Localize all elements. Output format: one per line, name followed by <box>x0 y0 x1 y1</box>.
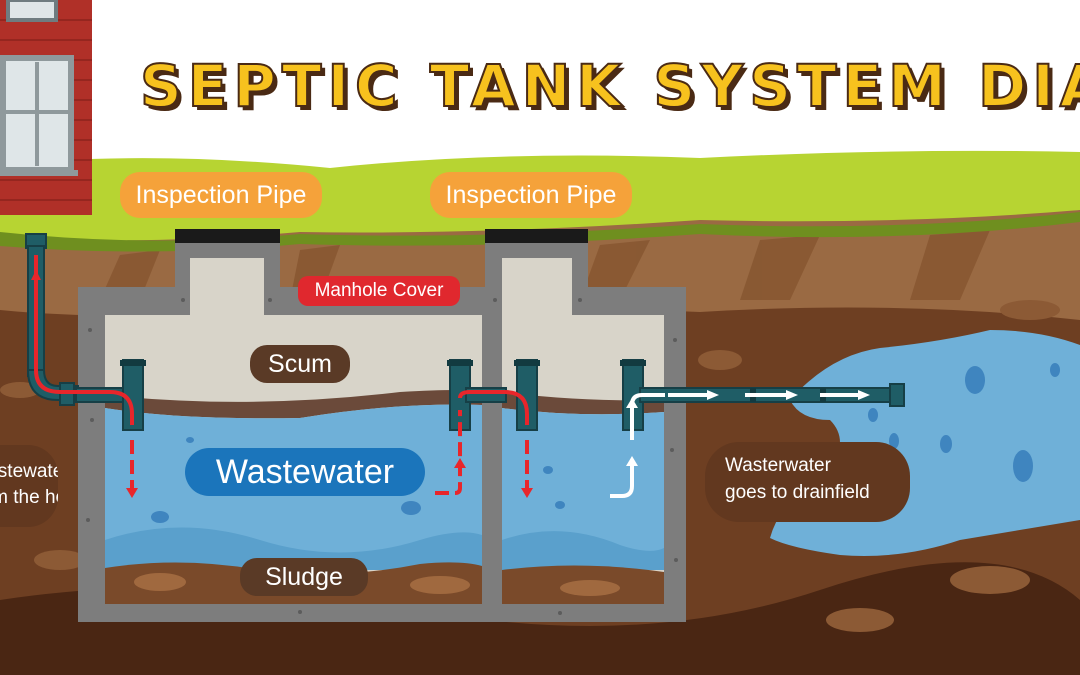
inspection-cap-right <box>485 229 588 243</box>
water-chamber-2 <box>502 408 664 560</box>
house <box>0 0 92 215</box>
inspection-pipe-label-right: Inspection Pipe <box>430 172 632 218</box>
water-wave-1 <box>105 527 482 570</box>
manhole-cover-label: Manhole Cover <box>298 276 460 306</box>
concrete-speckles <box>86 298 678 615</box>
sludge-label: Sludge <box>240 558 368 596</box>
soil-pebbles <box>0 300 1060 632</box>
inspection-cap-left <box>175 229 280 243</box>
water-wave-2 <box>502 531 664 570</box>
inflow-arrows <box>34 255 529 495</box>
drainfield-label-line1: Wasterwater <box>725 455 831 476</box>
divider-wall <box>482 315 502 604</box>
enters-label: Wastewater enters from the house <box>0 445 58 527</box>
sludge-pebbles <box>134 573 620 596</box>
scum-label: Scum <box>250 345 350 383</box>
diagram-title: SEPTIC TANK SYSTEM DIAGRAM <box>140 52 1080 121</box>
water-drops <box>868 363 1060 482</box>
water-bubbles <box>151 437 565 523</box>
wastewater-label: Wastewater <box>185 448 425 496</box>
dark-soil-bottom <box>0 562 1080 675</box>
enters-label-line2: from the house <box>0 487 58 508</box>
inspection-pipe-label-left: Inspection Pipe <box>120 172 322 218</box>
enters-label-line1: Wastewater enters <box>0 461 58 482</box>
arrow-right-up <box>435 410 462 495</box>
house-window-top <box>6 0 58 22</box>
outflow-arrowheads <box>626 390 870 466</box>
soil-streaks <box>100 230 990 300</box>
drainfield-label: Wasterwater goes to drainfield <box>705 442 910 522</box>
scum-layer <box>105 390 482 419</box>
inflow-arrowheads <box>31 270 533 498</box>
drainfield-label-line2: goes to drainfield <box>725 482 870 503</box>
